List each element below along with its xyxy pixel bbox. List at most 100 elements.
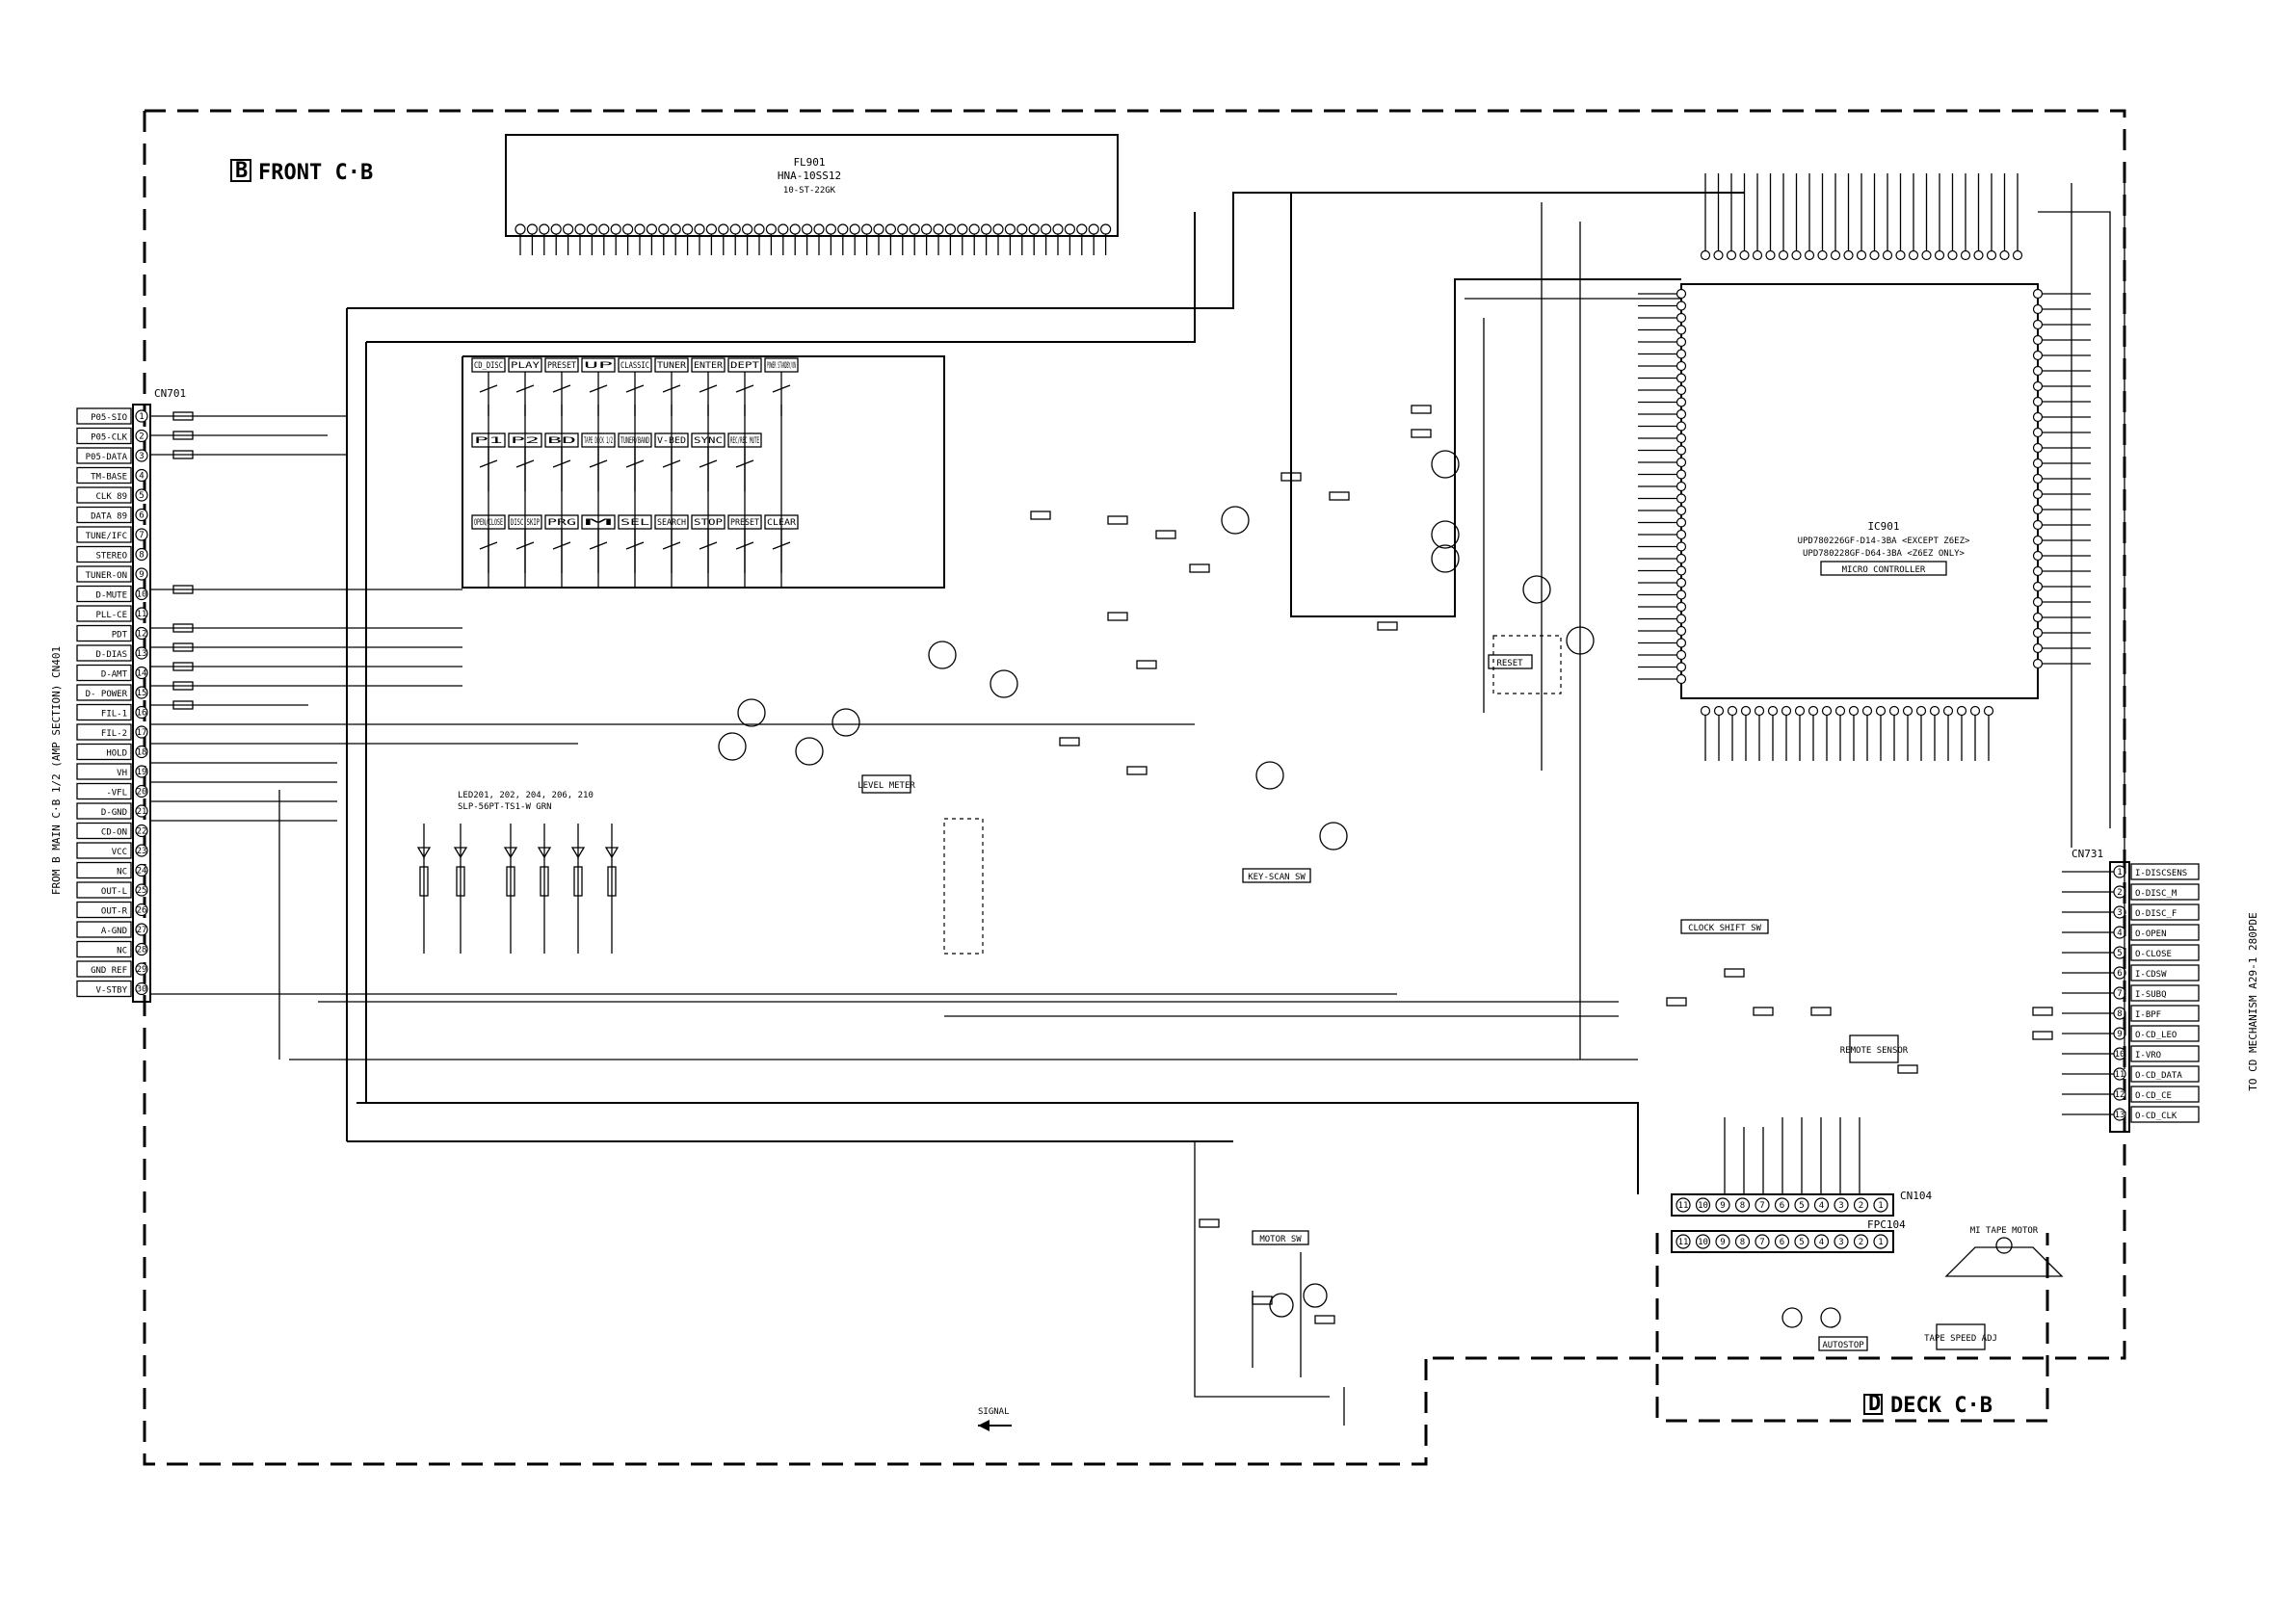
cn701-pin-label: P05-DATA [86,453,128,462]
ic901-top-pin [1869,249,1880,261]
cn701-pin-label: FIL-1 [101,710,127,720]
cn104-pin-number: 5 [1799,1201,1804,1211]
cn701-pin-box [76,703,132,721]
cn701-pin-box [76,565,132,583]
cn731-pin-box [2130,1005,2200,1022]
cn701-pin [135,942,148,956]
fpc104-pin [1715,1234,1730,1249]
ic901-left-pin [1676,349,1687,359]
fl901-part: HNA-10SS12 [778,170,841,182]
ic901-top-pin [2012,249,2023,261]
level-meter-label: LEVEL METER [858,781,915,791]
fl901-pin [646,223,658,235]
key-label: CD_DISC [474,361,503,371]
led-row [416,824,620,954]
fl901-pin [1016,223,1028,235]
cn731-pin-label: I-BPF [2135,1010,2161,1020]
cn104-pin [1813,1197,1830,1213]
cn731-pin-number: 8 [2117,1009,2122,1019]
fl901-pin [897,223,909,235]
fl901-display: FL901 HNA-10SS12 10-ST-22GK [505,134,1119,255]
cn701-pin-label: NC [117,947,127,956]
cn701-pin-box [76,763,132,780]
cn701-pin-number: 4 [139,472,144,482]
cn701-pin-number: 7 [139,531,144,540]
cn701-pin [135,666,148,680]
fl901-pin [933,223,944,235]
cn701-pin-number: 25 [137,886,147,896]
cn701-pin-number: 23 [137,847,147,856]
cn701-pin-number: 29 [137,965,147,975]
fl901-pin [1099,223,1112,235]
cn731-pin-label: O-CLOSE [2135,950,2172,959]
cn104-pin-number: 4 [1819,1201,1824,1211]
level-meter-block: LEVEL METER [858,774,915,794]
cn104-pin-number: 8 [1740,1201,1745,1211]
cn701-pin-box [76,664,132,682]
cn701-side-label: FROM B MAIN C·B 1/2 (AMP SECTION) CN401 [50,646,63,895]
fl901-pin [515,223,526,235]
fl901-sub: 10-ST-22GK [783,186,836,196]
fl901-pin-row [515,223,1112,255]
cn701-pin-box [76,842,132,859]
cn104-pin-number: 6 [1780,1201,1784,1211]
cn701-pin-label: HOLD [106,749,127,759]
cn731-pin-number: 6 [2117,969,2122,979]
key-switch [589,384,608,393]
cn731-pin-label: I-VRO [2135,1051,2161,1060]
cn731-pin-box [2130,984,2200,1002]
fpc104-pin-number: 8 [1740,1238,1745,1247]
cn701-pin-number: 19 [137,768,147,777]
fpc104-pin [1755,1234,1770,1249]
cn701-pin-number: 3 [139,452,144,461]
resistor [1107,612,1128,621]
ic901-right-pin [2032,334,2044,346]
fl901-pin [705,223,718,235]
cn701-pin-label: D-DIAS [95,650,127,660]
key-label: PRESET [547,361,577,371]
led-group: LED201, 202, 204, 206, 210 SLP-56PT-TS1-… [416,791,620,954]
fpc104-pin-number: 1 [1878,1238,1883,1247]
fl901-pin [980,223,992,235]
fl901-pin [957,223,968,235]
resistor [2032,1031,2053,1040]
key-label: M [584,518,616,528]
key-switch [479,384,498,393]
wiring [150,164,2125,1426]
resistor [1189,563,1210,573]
ic901-left-pin [1676,541,1687,552]
ic901-bottom-pin [1888,705,1900,717]
ic901-left-pin [1676,505,1687,516]
cn701-pin-number: 9 [139,570,144,580]
fl901-pin [837,223,849,235]
ic901-left-pin [1676,301,1687,311]
cn701-pin-number: 26 [137,906,147,916]
fl901-pin [968,223,980,235]
cn701-pin-number: 28 [137,946,147,955]
fpc104-pin-number: 7 [1759,1238,1764,1247]
ic901-right-pin [2032,642,2044,654]
resistor [1280,472,1302,482]
resistor [1107,515,1128,525]
resistor [172,431,194,440]
cn104-ref: CN104 [1900,1190,1932,1202]
deck-board-title: DECK C·B [1890,1394,1993,1418]
cn701-pin-number: 18 [137,748,147,758]
fpc104-pin [1695,1234,1711,1249]
cn731-pin-label: I-DISCSENS [2135,869,2187,878]
cn701-pin-box [76,782,132,800]
cn701-pin-box [76,901,132,919]
fl901-pin [621,223,634,235]
key-label: ENTER [694,361,724,371]
led-resistor [573,866,583,897]
ic901-top-pin [1921,249,1932,261]
cn731-pin-label: O-DISC_M [2135,889,2177,899]
cn104-pin-number: 10 [1698,1201,1708,1211]
resistor [172,623,194,633]
cn731-pin-box [2130,903,2200,921]
cn104-pin [1873,1197,1888,1213]
